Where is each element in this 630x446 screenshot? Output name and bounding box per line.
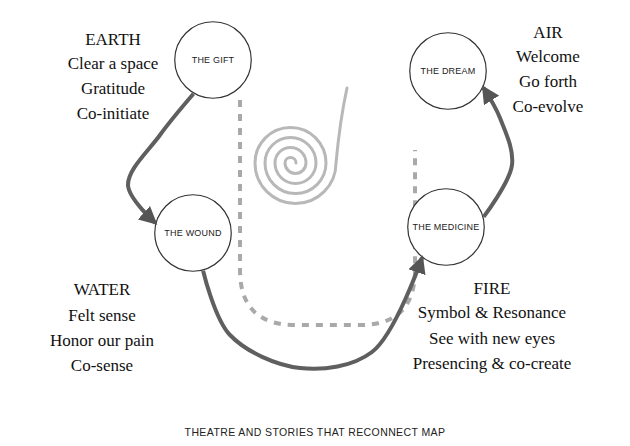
- practice-line: Welcome: [438, 46, 630, 68]
- map-caption: THEATRE AND STORIES THAT RECONNECT MAP: [65, 425, 565, 439]
- circle-shape: [408, 189, 485, 266]
- element-heading: FIRE: [382, 278, 602, 300]
- circle-shape: [155, 195, 232, 272]
- practice-line: Felt sense: [0, 305, 212, 327]
- circle-shape: [410, 33, 487, 110]
- element-heading: WATER: [0, 279, 212, 301]
- practice-line: Co-sense: [0, 355, 212, 377]
- circle-shape: [175, 22, 252, 99]
- flow-arrow: [203, 258, 422, 369]
- practice-line: See with new eyes: [382, 328, 602, 350]
- dashed-path: [240, 100, 415, 325]
- stage-label: THE MEDICINE: [407, 188, 485, 266]
- spiral-symbol: [255, 88, 347, 204]
- practice-line: Symbol & Resonance: [382, 302, 602, 324]
- stage-label: THE WOUND: [154, 194, 232, 272]
- stage-circle: THE DREAMAIRWelcomeGo forthCo-evolve: [409, 32, 487, 110]
- practice-line: Clear a space: [3, 53, 223, 75]
- flow-arrow: [483, 87, 512, 216]
- stage-circle: THE WOUNDWATERFelt senseHonor our painCo…: [154, 194, 232, 272]
- practice-line: Go forth: [438, 71, 630, 93]
- stage-label: THE DREAM: [409, 32, 487, 110]
- practice-line: Co-evolve: [438, 96, 630, 118]
- element-heading: EARTH: [3, 29, 223, 51]
- element-heading: AIR: [438, 22, 630, 44]
- stage-circle: THE MEDICINEFIRESymbol & ResonanceSee wi…: [407, 188, 485, 266]
- practice-line: Honor our pain: [0, 330, 212, 352]
- practice-line: Presencing & co-create: [382, 353, 602, 375]
- stage-circle: THE GIFTEARTHClear a spaceGratitudeCo-in…: [174, 21, 252, 99]
- practice-line: Co-initiate: [3, 103, 223, 125]
- practice-line: Gratitude: [3, 78, 223, 100]
- stage-label: THE GIFT: [174, 21, 252, 99]
